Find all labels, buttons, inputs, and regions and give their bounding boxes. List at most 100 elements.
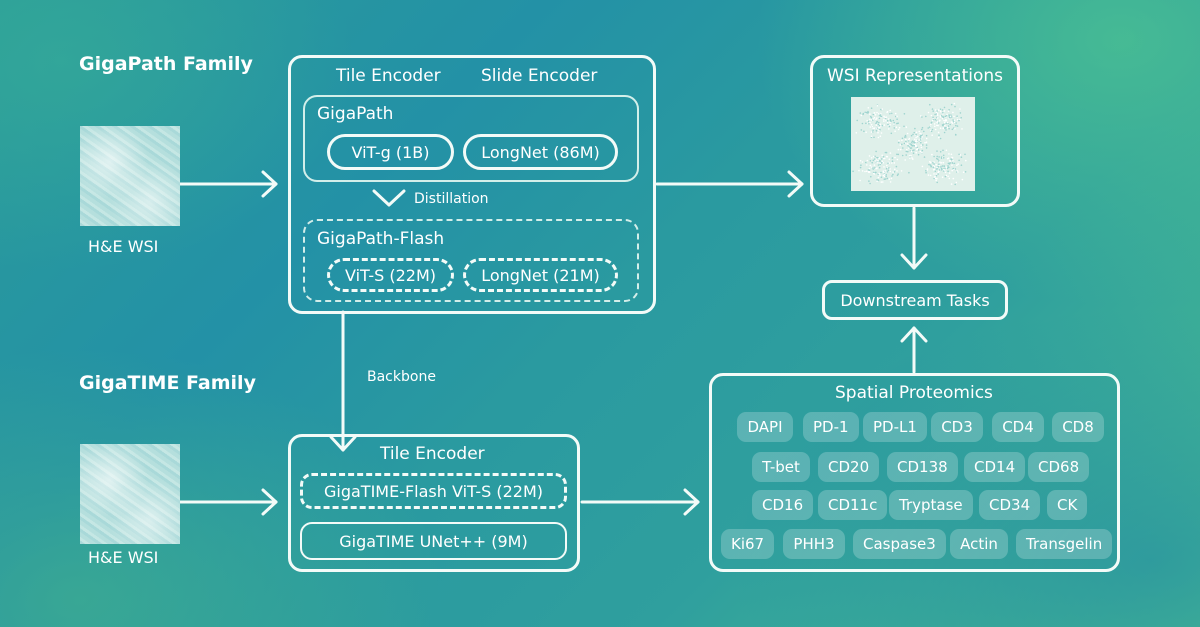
scatter-point bbox=[866, 159, 869, 162]
scatter-point bbox=[870, 124, 873, 126]
scatter-point bbox=[939, 137, 942, 140]
scatter-point bbox=[931, 153, 933, 156]
scatter-point bbox=[887, 169, 890, 172]
scatter-point bbox=[943, 131, 946, 134]
scatter-point bbox=[933, 177, 935, 180]
scatter-point bbox=[891, 175, 893, 177]
scatter-point bbox=[864, 111, 866, 114]
scatter-point bbox=[920, 135, 922, 137]
scatter-point bbox=[930, 123, 932, 126]
scatter-point bbox=[892, 171, 894, 173]
scatter-point bbox=[872, 159, 875, 162]
scatter-point bbox=[900, 170, 903, 172]
scatter-point bbox=[889, 121, 891, 124]
scatter-point bbox=[905, 136, 907, 138]
scatter-point bbox=[876, 104, 879, 107]
scatter-point bbox=[920, 141, 922, 144]
scatter-point bbox=[884, 178, 887, 180]
scatter-point bbox=[913, 141, 915, 143]
scatter-point bbox=[901, 154, 904, 157]
scatter-point bbox=[921, 152, 923, 154]
scatter-point bbox=[873, 136, 875, 139]
scatter-point bbox=[905, 140, 907, 143]
scatter-point bbox=[913, 131, 915, 134]
scatter-point bbox=[896, 122, 898, 125]
scatter-point bbox=[908, 155, 911, 157]
scatter-point bbox=[909, 143, 911, 145]
gigapath-encoder-box bbox=[288, 55, 656, 314]
scatter-point bbox=[935, 163, 937, 166]
downstream-tasks-box: Downstream Tasks bbox=[822, 280, 1008, 320]
scatter-point bbox=[880, 132, 883, 134]
scatter-point bbox=[878, 124, 881, 127]
scatter-point bbox=[880, 158, 883, 160]
scatter-point bbox=[950, 103, 953, 106]
scatter-point bbox=[898, 126, 901, 129]
scatter-point bbox=[877, 160, 879, 162]
scatter-point bbox=[894, 156, 896, 159]
scatter-point bbox=[927, 174, 930, 176]
scatter-point bbox=[870, 115, 872, 118]
scatter-point bbox=[919, 132, 921, 135]
scatter-point bbox=[873, 112, 876, 114]
scatter-point bbox=[881, 124, 883, 127]
scatter-point bbox=[915, 145, 918, 147]
scatter-point bbox=[953, 162, 956, 164]
scatter-point bbox=[944, 171, 947, 174]
scatter-point bbox=[870, 135, 873, 138]
scatter-point bbox=[906, 143, 909, 145]
scatter-point bbox=[939, 108, 942, 110]
scatter-point bbox=[875, 122, 877, 125]
scatter-point bbox=[873, 116, 876, 119]
scatter-point bbox=[939, 110, 942, 113]
scatter-point bbox=[942, 157, 945, 159]
scatter-point bbox=[885, 174, 887, 176]
scatter-point bbox=[950, 116, 953, 118]
scatter-point bbox=[869, 160, 872, 162]
scatter-point bbox=[922, 144, 924, 146]
scatter-point bbox=[961, 128, 963, 130]
gigapath-model-box bbox=[303, 95, 639, 182]
scatter-point bbox=[932, 162, 934, 164]
marker-tag: CD138 bbox=[887, 452, 958, 482]
scatter-point bbox=[925, 144, 928, 146]
backbone-label: Backbone bbox=[367, 369, 436, 385]
scatter-point bbox=[881, 108, 883, 110]
scatter-point bbox=[889, 181, 892, 183]
scatter-point bbox=[878, 172, 880, 175]
scatter-point bbox=[912, 133, 914, 136]
scatter-point bbox=[933, 123, 936, 125]
scatter-point bbox=[964, 171, 967, 173]
gigapath-family-label: GigaPath Family bbox=[79, 53, 253, 75]
scatter-point bbox=[885, 175, 887, 178]
scatter-point bbox=[886, 120, 889, 122]
scatter-point bbox=[893, 123, 895, 125]
gigatime-tile-encoder-header: Tile Encoder bbox=[380, 444, 485, 464]
scatter-point bbox=[915, 151, 917, 154]
scatter-point bbox=[890, 112, 893, 115]
scatter-point bbox=[916, 146, 918, 149]
scatter-point bbox=[942, 124, 944, 127]
scatter-point bbox=[937, 124, 939, 127]
scatter-point bbox=[869, 113, 871, 115]
embedding-scatter-plot bbox=[851, 97, 975, 191]
marker-tag: CK bbox=[1047, 490, 1088, 520]
wsi-representations-box bbox=[810, 55, 1020, 207]
scatter-point bbox=[894, 168, 896, 171]
scatter-point bbox=[861, 122, 864, 125]
gigatime-family-label: GigaTIME Family bbox=[79, 372, 256, 394]
scatter-point bbox=[934, 128, 937, 131]
scatter-point bbox=[916, 135, 919, 138]
scatter-point bbox=[936, 120, 938, 123]
scatter-point bbox=[943, 106, 946, 109]
scatter-point bbox=[859, 112, 862, 114]
longnet-21m-pill: LongNet (21M) bbox=[463, 258, 618, 292]
scatter-point bbox=[855, 132, 858, 134]
scatter-point bbox=[871, 161, 873, 164]
scatter-point bbox=[936, 110, 938, 112]
scatter-point bbox=[864, 170, 866, 173]
scatter-point bbox=[901, 139, 903, 142]
scatter-point bbox=[865, 170, 868, 172]
scatter-point bbox=[885, 167, 888, 170]
scatter-point bbox=[937, 109, 940, 111]
